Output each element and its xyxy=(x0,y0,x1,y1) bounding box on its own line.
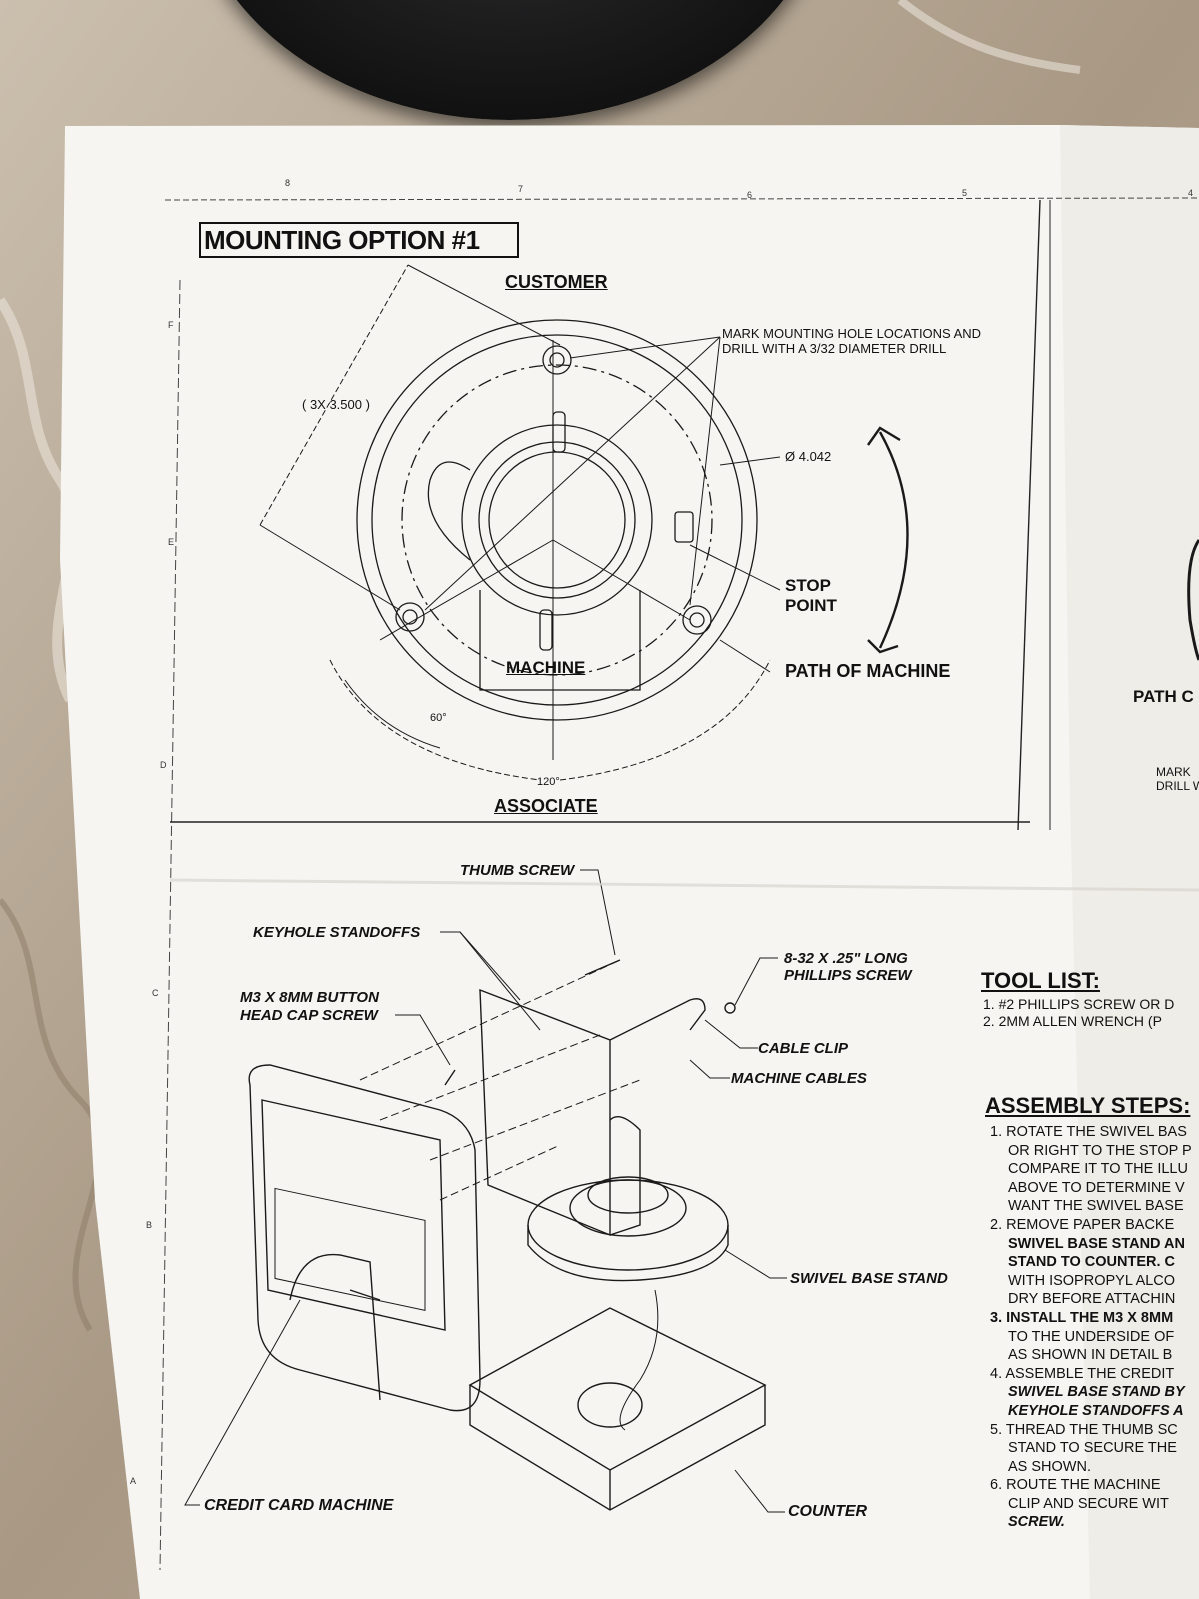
label-machine: MACHINE xyxy=(506,658,586,677)
step-line: 5. THREAD THE THUMB SC xyxy=(990,1421,1178,1438)
callout-thumb-screw: THUMB SCREW xyxy=(460,862,575,879)
step-line: COMPARE IT TO THE ILLU xyxy=(1008,1161,1188,1178)
zone-letter-a: A xyxy=(130,1476,137,1486)
note-mark-partial: MARK xyxy=(1156,765,1191,779)
label-stop-line1: STOP xyxy=(785,576,831,595)
assembly-steps-heading: ASSEMBLY STEPS: xyxy=(985,1093,1191,1118)
tool-list-item: 1. #2 PHILLIPS SCREW OR D xyxy=(983,996,1175,1012)
zone-number-8: 8 xyxy=(285,178,291,188)
step-line: AS SHOWN. xyxy=(1008,1458,1091,1475)
step-line: WANT THE SWIVEL BASE xyxy=(1008,1198,1184,1215)
step-line: CLIP AND SECURE WIT xyxy=(1008,1495,1169,1512)
step-line: SCREW. xyxy=(1008,1514,1065,1531)
note-mark-holes-line1: MARK MOUNTING HOLE LOCATIONS AND xyxy=(722,326,982,341)
callout-phillips-line1: 8-32 X .25" LONG xyxy=(784,950,908,967)
step-line: TO THE UNDERSIDE OF xyxy=(1008,1328,1175,1345)
zone-letter-c: C xyxy=(152,988,159,998)
callout-m3-line2: HEAD CAP SCREW xyxy=(240,1007,378,1024)
label-customer: CUSTOMER xyxy=(505,272,608,292)
zone-letter-f: F xyxy=(168,320,174,330)
dim-angle-120: 120° xyxy=(537,776,560,788)
step-line: 3. INSTALL THE M3 X 8MM xyxy=(990,1309,1174,1326)
step-line: SWIVEL BASE STAND BY xyxy=(1008,1384,1185,1401)
zone-number-6: 6 xyxy=(747,190,753,200)
assembly-steps-list: 1. ROTATE THE SWIVEL BAS OR RIGHT TO THE… xyxy=(990,1123,1192,1532)
label-path-partial: PATH C xyxy=(1133,687,1194,706)
callout-counter: COUNTER xyxy=(788,1503,868,1520)
zone-letter-e: E xyxy=(168,537,175,547)
dim-angle-60: 60° xyxy=(430,712,447,724)
callout-m3-line1: M3 X 8MM BUTTON xyxy=(240,989,379,1006)
step-line: 2. REMOVE PAPER BACKE xyxy=(990,1216,1175,1233)
dim-diameter: Ø 4.042 xyxy=(785,449,832,464)
step-line: SWIVEL BASE STAND AN xyxy=(1008,1235,1185,1252)
tool-list-item: 2. 2MM ALLEN WRENCH (P xyxy=(983,1013,1162,1029)
step-line: AS SHOWN IN DETAIL B xyxy=(1008,1347,1173,1364)
step-line: 6. ROUTE THE MACHINE xyxy=(990,1477,1161,1494)
label-path-of-machine: PATH OF MACHINE xyxy=(785,661,951,681)
dim-hole-spacing: ( 3X 3.500 ) xyxy=(302,397,370,412)
label-associate: ASSOCIATE xyxy=(494,796,598,816)
zone-number-7: 7 xyxy=(518,184,524,194)
zone-number-4: 4 xyxy=(1188,188,1194,198)
note-mark-holes-line2: DRILL WITH A 3/32 DIAMETER DRILL xyxy=(722,341,947,356)
callout-credit-card-machine: CREDIT CARD MACHINE xyxy=(204,1497,394,1514)
step-line: DRY BEFORE ATTACHIN xyxy=(1008,1291,1176,1308)
zone-number-5: 5 xyxy=(962,188,968,198)
step-line: WITH ISOPROPYL ALCO xyxy=(1008,1272,1176,1289)
step-line: STAND TO SECURE THE xyxy=(1008,1440,1177,1457)
drawing-title: MOUNTING OPTION #1 xyxy=(204,225,480,255)
step-line: KEYHOLE STANDOFFS A xyxy=(1008,1402,1184,1419)
step-line: 1. ROTATE THE SWIVEL BAS xyxy=(990,1124,1187,1140)
step-line: OR RIGHT TO THE STOP P xyxy=(1008,1142,1192,1159)
zone-letter-d: D xyxy=(160,760,167,770)
label-stop-line2: POINT xyxy=(785,596,837,615)
callout-cable-clip: CABLE CLIP xyxy=(758,1040,848,1057)
note-drill-partial: DRILL W xyxy=(1156,779,1199,793)
tool-list-heading: TOOL LIST: xyxy=(981,968,1100,993)
step-line: STAND TO COUNTER. C xyxy=(1008,1254,1176,1271)
callout-phillips-line2: PHILLIPS SCREW xyxy=(784,967,912,984)
step-line: 4. ASSEMBLE THE CREDIT xyxy=(990,1365,1175,1382)
callout-swivel-base-stand: SWIVEL BASE STAND xyxy=(790,1270,948,1287)
step-line: ABOVE TO DETERMINE V xyxy=(1008,1179,1185,1196)
callout-machine-cables: MACHINE CABLES xyxy=(731,1070,867,1087)
zone-letter-b: B xyxy=(146,1220,153,1230)
callout-keyhole-standoffs: KEYHOLE STANDOFFS xyxy=(253,924,421,941)
